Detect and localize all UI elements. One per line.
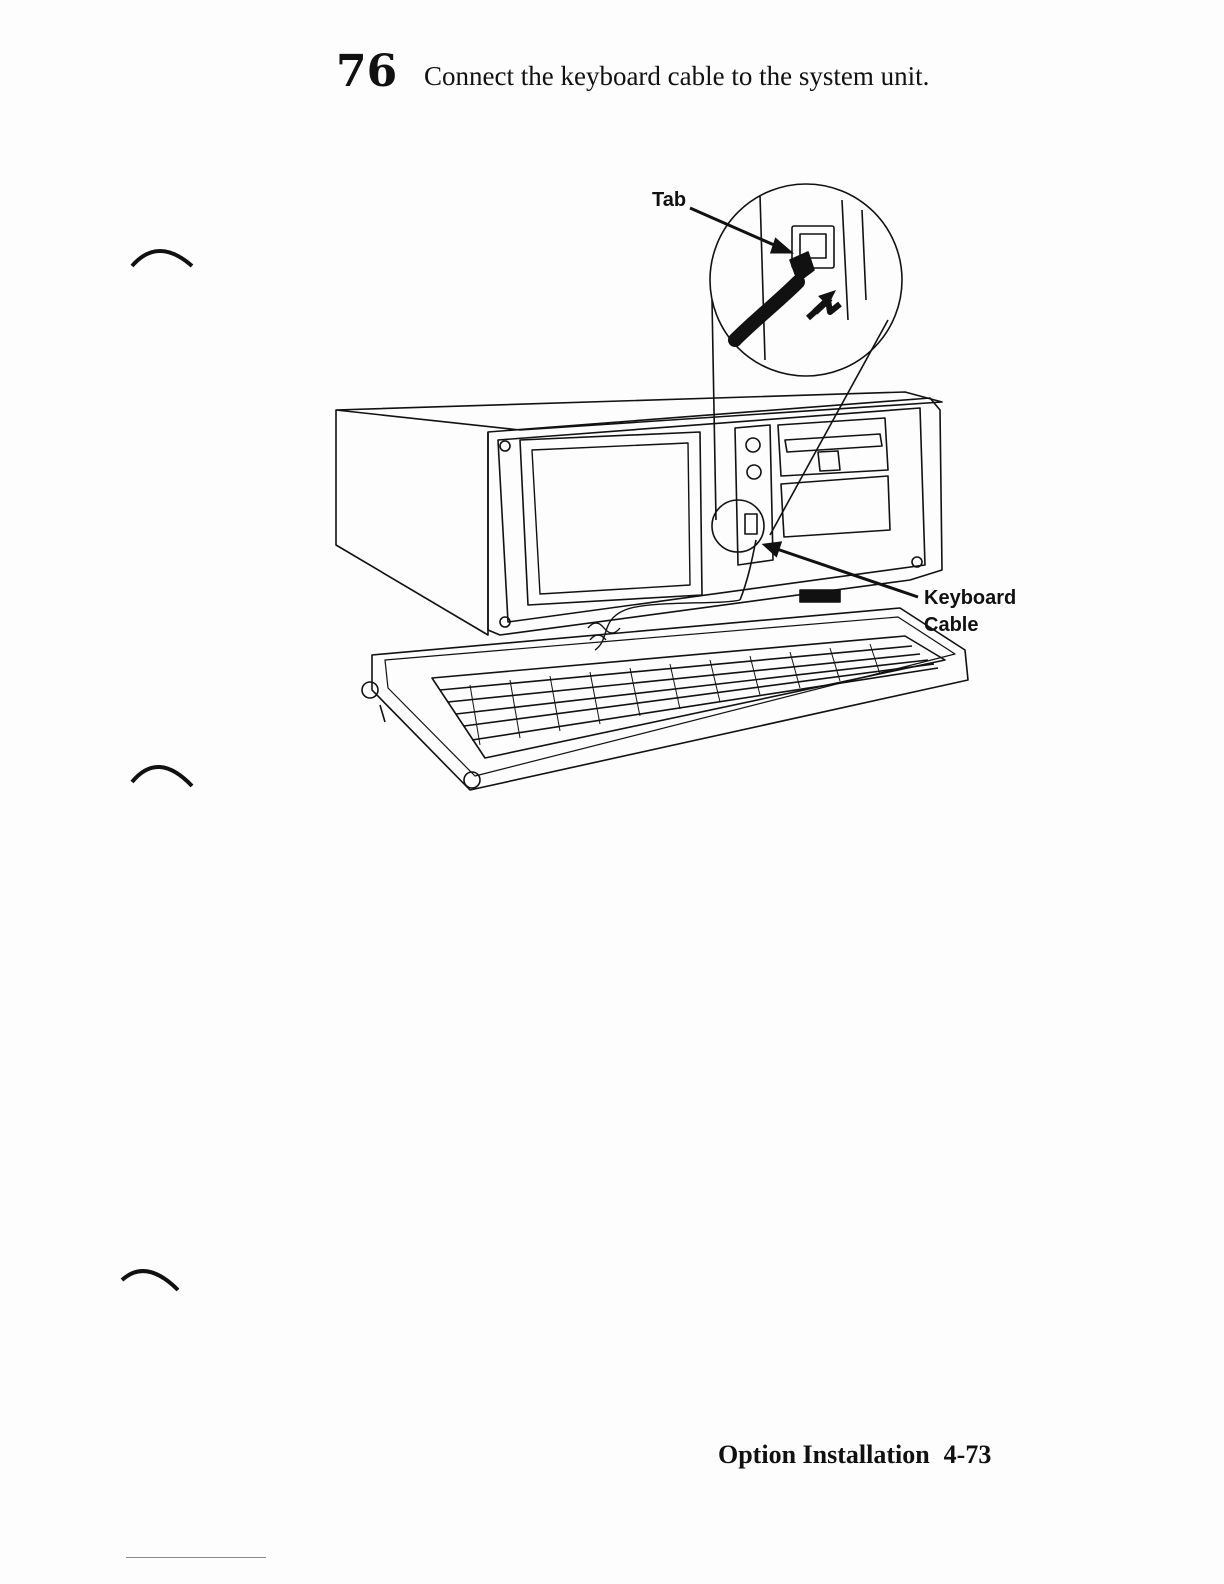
keyboard-cable-label-line1: Keyboard: [924, 585, 1016, 612]
binder-hole-mark-middle: [128, 748, 198, 788]
footer-page-number: 4-73: [944, 1440, 992, 1469]
keyboard-cable-label-line2: Cable: [924, 612, 1016, 639]
binder-hole-mark-bottom: [118, 1256, 188, 1296]
computer-keyboard-illustration: [320, 170, 980, 810]
bottom-rule: [126, 1557, 266, 1558]
step-number: 76: [336, 50, 397, 94]
keyboard-cable-callout-label: Keyboard Cable: [924, 585, 1016, 639]
footer-section-title: Option Installation: [718, 1440, 930, 1469]
step-instruction: Connect the keyboard cable to the system…: [424, 62, 929, 92]
page-footer: Option Installation 4-73: [718, 1440, 991, 1470]
binder-hole-mark-top: [128, 240, 198, 270]
tab-callout-label: Tab: [652, 187, 686, 214]
